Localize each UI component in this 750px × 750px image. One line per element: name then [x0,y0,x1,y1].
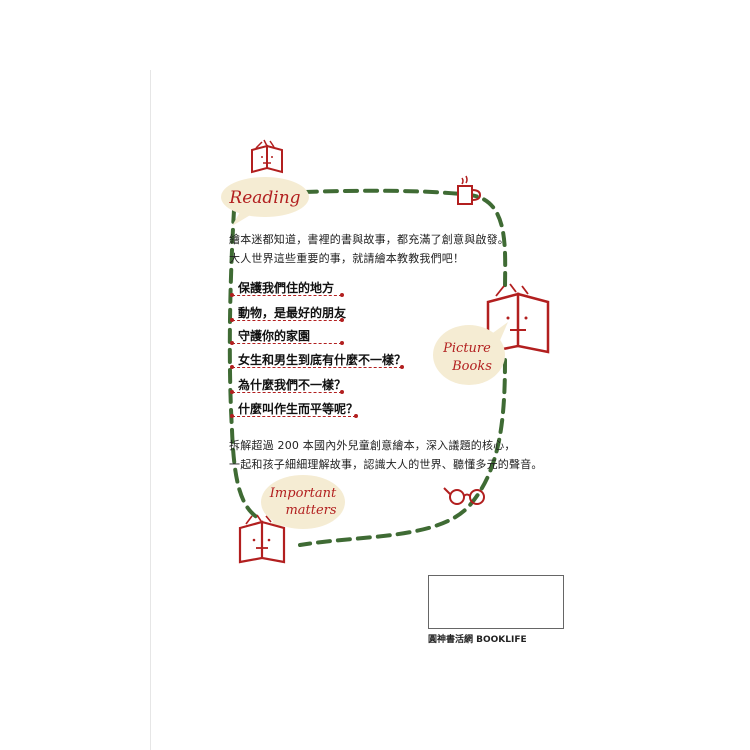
picture-label: Picture [442,341,491,356]
topic-underline [232,392,342,393]
topic-underline [232,295,342,296]
topic-dot [340,293,344,297]
topic-dot [230,390,234,394]
topic-dot [400,365,404,369]
topic-dot [340,390,344,394]
book-face-icon [251,139,283,174]
outro-line-2: 一起和孩子細細理解故事，認識大人的世界、聽懂多元的聲音。 [229,458,543,471]
topic-dot [354,414,358,418]
glasses-icon [443,487,485,505]
topic-item: 什麼叫作生而平等呢？ [238,402,359,416]
book-face-icon-large [486,283,550,354]
outro-line-1: 拆解超過 200 本國內外兒童創意繪本，深入議題的核心， [229,439,516,452]
matters-label: matters [285,503,336,518]
topic-underline [232,367,402,368]
topic-underline [232,343,342,344]
coffee-mug-icon [457,175,482,205]
important-matters-bubble: Important matters [261,475,345,532]
book-face-icon-bottom [238,514,286,564]
topic-item: 守護你的家園 [238,329,311,343]
topic-item: 為什麼我們不一樣？ [238,378,347,392]
important-label: Important [269,486,337,501]
intro-line-2: 大人世界這些重要的事，就請繪本教教我們吧！ [229,252,465,265]
publisher-logo: 圓神書活網 BOOKLIFE [428,635,527,645]
topic-item: 保護我們住的地方 [238,281,335,295]
reading-bubble: Reading [221,177,309,226]
topic-dot [230,318,234,322]
topic-dot [230,341,234,345]
topic-dot [340,318,344,322]
topic-item: 女生和男生到底有什麼不一樣？ [238,353,407,367]
topic-underline [232,416,356,417]
book-back-cover [150,70,603,750]
reading-label: Reading [228,188,300,208]
barcode-placeholder [428,575,564,629]
books-label: Books [451,359,492,374]
topic-dot [230,293,234,297]
topic-dot [230,365,234,369]
topic-underline [232,320,342,321]
picture-books-bubble: Picture Books [433,322,508,385]
intro-line-1: 繪本迷都知道，書裡的書與故事，都充滿了創意與啟發。 [229,233,509,246]
topic-dot [230,414,234,418]
topic-item: 動物，是最好的朋友 [238,306,347,320]
topic-dot [340,341,344,345]
